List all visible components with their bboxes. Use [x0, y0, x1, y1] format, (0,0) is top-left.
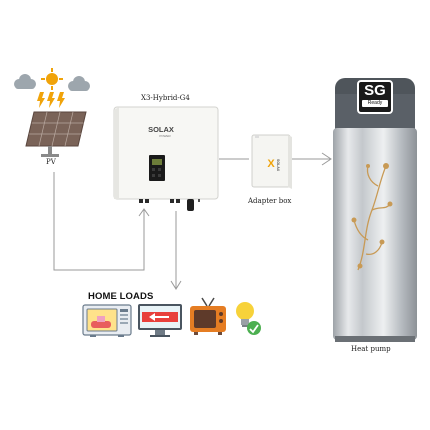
monitor-icon — [138, 304, 182, 337]
svg-text:POWER: POWER — [159, 134, 171, 138]
pv-label: PV — [46, 158, 56, 166]
sg-badge-sub: Ready — [362, 100, 388, 107]
inverter-model-label: X3-Hybrid-G4 — [141, 94, 190, 102]
pv-arrow-head — [138, 208, 150, 217]
lightbulb-icon — [236, 302, 261, 335]
heatpump-arrow-head — [321, 152, 332, 166]
loads-arrow-head — [170, 280, 182, 290]
sg-ready-badge: SG Ready — [357, 80, 393, 114]
adapter-brand: SOLAX — [276, 159, 280, 172]
weather-icon — [14, 68, 90, 108]
oven-icon — [82, 304, 132, 337]
pv-to-inverter-line — [53, 172, 145, 271]
adapter-box: X SOLAX — [251, 134, 292, 189]
adapter-label: Adapter box — [248, 197, 292, 205]
svg-text:X: X — [267, 158, 275, 170]
sg-badge-main: SG — [364, 82, 386, 99]
inverter-brand: SOLAX — [148, 125, 174, 134]
tv-icon — [190, 297, 226, 335]
inverter: SOLAX POWER — [113, 106, 219, 211]
home-loads-title: HOME LOADS — [88, 291, 154, 302]
heat-pump-label: Heat pump — [351, 345, 391, 353]
solar-panel — [25, 111, 87, 157]
